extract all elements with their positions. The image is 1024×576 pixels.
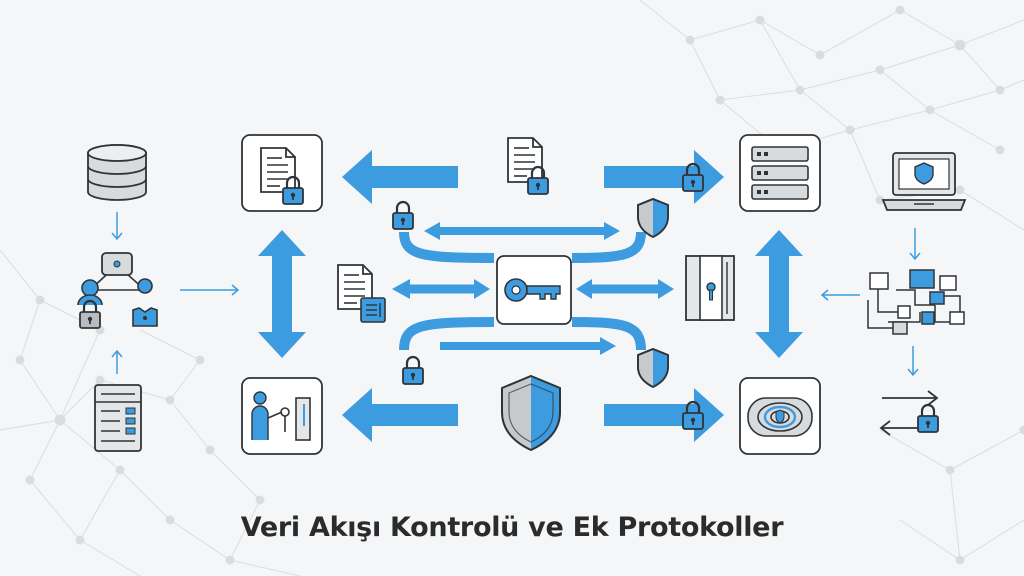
lock-icon-lower-left xyxy=(401,355,425,386)
server-rack-icon xyxy=(94,384,142,452)
shield-icon-upper-right xyxy=(637,198,669,238)
small-arrow-down-1 xyxy=(111,212,123,241)
vertical-double-arrow-left xyxy=(258,230,306,358)
door-lock-icon xyxy=(685,255,735,321)
document-panel-icon xyxy=(337,264,386,323)
biometric-frame xyxy=(739,377,821,455)
server-frame xyxy=(739,134,821,212)
locked-document-frame xyxy=(241,134,323,212)
small-arrow-left-1 xyxy=(820,289,860,301)
small-arrow-up-1 xyxy=(111,349,123,374)
laptop-shield-icon xyxy=(881,152,967,211)
arrow-right-top xyxy=(604,150,724,204)
shield-icon-large xyxy=(501,374,561,452)
lock-icon-upper-left xyxy=(391,200,415,231)
arrow-right-bottom xyxy=(604,388,724,442)
document-lock-top xyxy=(507,137,550,196)
arrow-left-top xyxy=(342,150,458,204)
network-diagram-icon xyxy=(867,269,965,335)
small-arrow-right-1 xyxy=(180,284,240,296)
transfer-lock-icon xyxy=(879,390,940,436)
diagram-caption: Veri Akışı Kontrolü ve Ek Protokoller xyxy=(240,512,784,543)
user-network-icon xyxy=(77,252,158,330)
center-flow-arrowheads xyxy=(392,222,674,355)
center-flow-pipes xyxy=(399,227,660,351)
small-arrow-down-2 xyxy=(909,228,921,261)
small-arrow-down-3 xyxy=(907,346,919,377)
database-icon xyxy=(87,144,147,201)
vertical-double-arrow-right xyxy=(755,230,803,358)
user-access-frame xyxy=(241,377,323,455)
key-frame xyxy=(496,255,572,325)
arrow-left-bottom xyxy=(342,388,458,442)
shield-icon-lower-right xyxy=(637,348,669,388)
